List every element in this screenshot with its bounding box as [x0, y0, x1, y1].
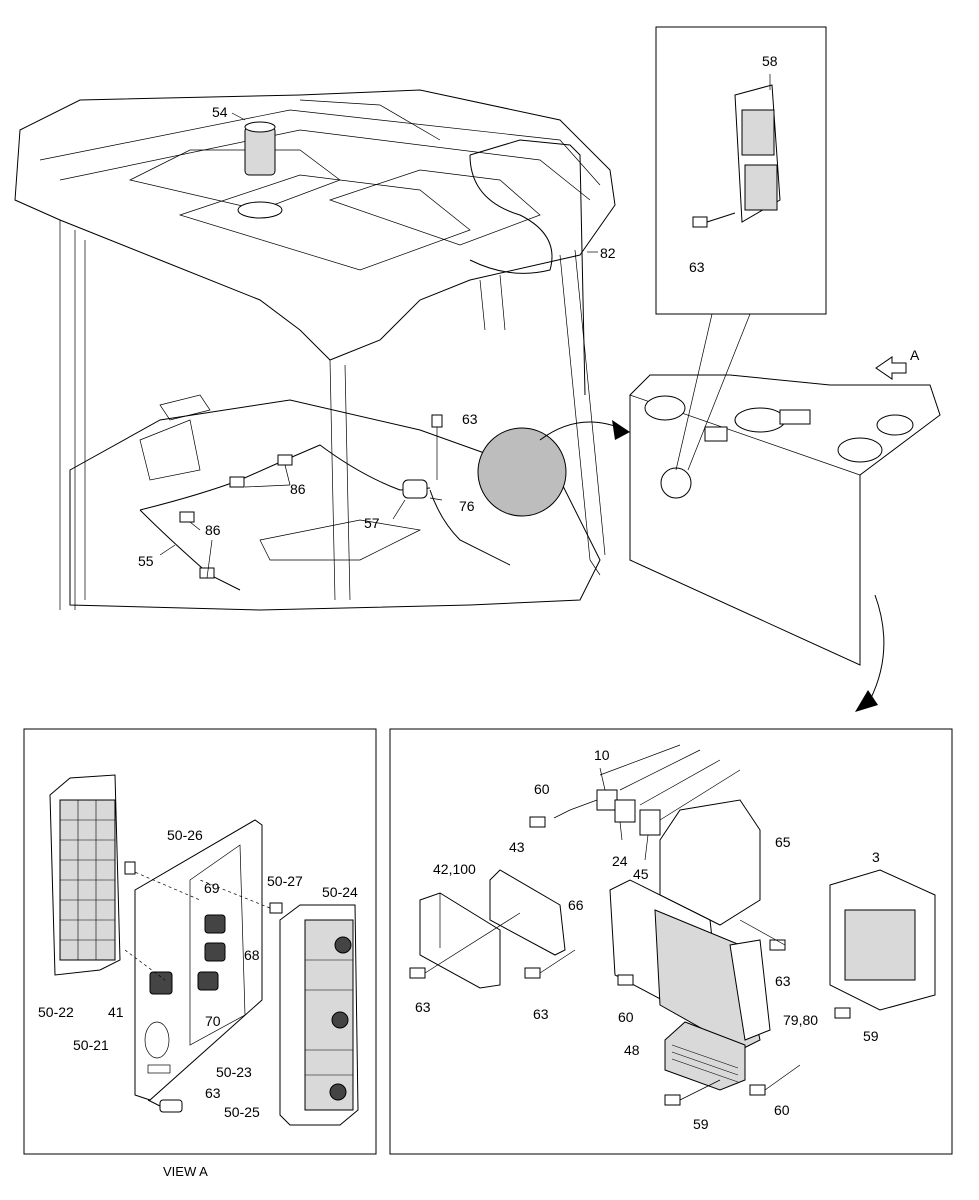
- label-42-100: 42,100: [433, 861, 476, 877]
- label-58: 58: [762, 53, 778, 69]
- label-76: 76: [459, 498, 475, 514]
- label-55: 55: [138, 553, 154, 569]
- label-50-26: 50-26: [167, 827, 203, 843]
- label-63-view-a: 63: [205, 1085, 221, 1101]
- label-63-inset: 63: [689, 259, 705, 275]
- label-86-b: 86: [205, 522, 221, 538]
- label-68: 68: [244, 947, 260, 963]
- label-50-22: 50-22: [38, 1004, 74, 1020]
- label-60-a: 60: [534, 781, 550, 797]
- label-54: 54: [212, 104, 228, 120]
- view-a-caption: VIEW A: [163, 1164, 208, 1179]
- label-43: 43: [509, 839, 525, 855]
- label-50-23: 50-23: [216, 1064, 252, 1080]
- label-70: 70: [205, 1013, 221, 1029]
- view-a-drawing: [49, 774, 359, 1126]
- label-60-c: 60: [774, 1102, 790, 1118]
- label-50-25: 50-25: [224, 1104, 260, 1120]
- label-50-27: 50-27: [267, 873, 303, 889]
- label-66: 66: [568, 897, 584, 913]
- label-82: 82: [600, 245, 616, 261]
- label-57: 57: [364, 515, 380, 531]
- detail-frame: [389, 728, 953, 1155]
- label-63-top: 63: [462, 411, 478, 427]
- callout-labels: 54 58 63 82 A 63 86 86 76 57 55 50-26 50…: [38, 53, 920, 1179]
- label-50-21: 50-21: [73, 1037, 109, 1053]
- label-3: 3: [872, 849, 880, 865]
- label-view-a-arrow: A: [910, 347, 920, 363]
- overhead-guard-drawing: [14, 89, 630, 611]
- label-24: 24: [612, 853, 628, 869]
- label-50-24: 50-24: [322, 884, 358, 900]
- label-63-r3: 63: [775, 973, 791, 989]
- label-86-a: 86: [290, 481, 306, 497]
- console-drawing: [629, 26, 941, 712]
- label-48: 48: [624, 1042, 640, 1058]
- label-59-b: 59: [693, 1116, 709, 1132]
- label-79-80: 79,80: [783, 1012, 818, 1028]
- label-63-r2: 63: [533, 1006, 549, 1022]
- label-60-b: 60: [618, 1009, 634, 1025]
- label-69: 69: [204, 880, 220, 896]
- view-a-frame: [23, 728, 377, 1155]
- label-63-r1: 63: [415, 999, 431, 1015]
- label-59-a: 59: [863, 1028, 879, 1044]
- label-65: 65: [775, 834, 791, 850]
- label-41: 41: [108, 1004, 124, 1020]
- label-45: 45: [633, 866, 649, 882]
- controller-drawing: [409, 744, 936, 1106]
- label-10: 10: [594, 747, 610, 763]
